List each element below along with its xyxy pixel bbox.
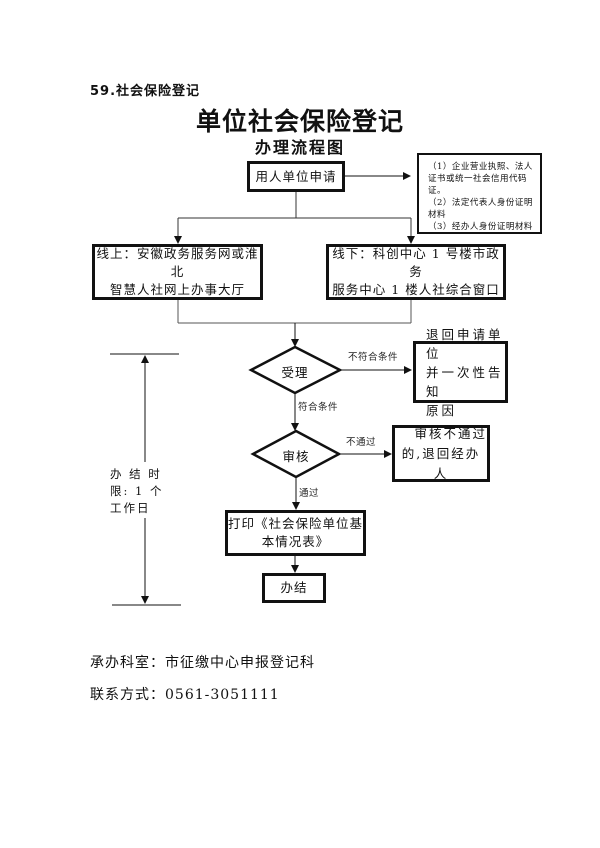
contact-line: 联系方式：0561-3051111	[90, 684, 280, 704]
offline-line: 线下：科创中心 1 号楼市政务	[332, 246, 500, 279]
time-limit-line: 办 结 时	[110, 467, 162, 481]
print-line: 本情况表》	[261, 534, 330, 549]
accept-fail-label: 不符合条件	[348, 352, 399, 363]
time-limit-line: 工作日	[110, 501, 151, 515]
done-box: 办结	[262, 573, 326, 603]
document-item: （2）法定代表人身份证明材料	[428, 198, 533, 220]
done-label: 办结	[280, 580, 308, 595]
online-line: 线上：安徽政务服务网或淮北	[96, 246, 259, 279]
contact-value: 0561-3051111	[165, 687, 280, 703]
office-label: 承办科室：	[90, 655, 165, 671]
document-subtitle: 办理流程图	[254, 138, 345, 157]
online-line: 智慧人社网上办事大厅	[109, 282, 245, 297]
document-title: 单位社会保险登记	[195, 107, 404, 136]
online-channel-box: 线上：安徽政务服务网或淮北 智慧人社网上办事大厅	[92, 244, 263, 300]
reject-line: 的,退回经办人	[401, 445, 481, 481]
time-limit-line: 限: 1 个	[110, 484, 164, 498]
accept-reject-box: 退回申请单位 并一次性告知 原因	[413, 327, 508, 418]
required-documents-box: （1）企业营业执照、法人证书或统一社会信用代码证。 （2）法定代表人身份证明材料…	[417, 153, 542, 234]
office-line: 承办科室：市征缴中心申报登记科	[90, 652, 315, 672]
reject-line: 原因	[426, 402, 458, 418]
start-box-label: 用人单位申请	[255, 168, 337, 184]
print-line: 打印《社会保险单位基	[228, 516, 364, 531]
time-limit-label: 办 结 时 限: 1 个 工作日	[110, 466, 190, 517]
reject-line: 退回申请单位	[426, 326, 504, 361]
start-box: 用人单位申请	[247, 161, 345, 192]
review-fail-label: 不通过	[346, 437, 377, 448]
document-item: （3）经办人身份证明材料	[428, 222, 533, 232]
review-reject-box: 审核不通过 的,退回经办人	[392, 425, 490, 482]
offline-channel-box: 线下：科创中心 1 号楼市政务 服务中心 1 楼人社综合窗口	[326, 244, 506, 300]
print-box: 打印《社会保险单位基 本情况表》	[225, 510, 366, 556]
reject-line: 审核不通过	[414, 425, 487, 441]
review-label: 审核	[282, 449, 310, 464]
accept-pass-label: 符合条件	[298, 402, 339, 413]
section-heading: 59.社会保险登记	[90, 84, 201, 99]
reject-line: 并一次性告知	[426, 364, 504, 399]
review-pass-label: 通过	[299, 488, 320, 499]
accept-label: 受理	[281, 365, 309, 380]
contact-label: 联系方式：	[90, 687, 165, 703]
office-value: 市征缴中心申报登记科	[165, 655, 315, 671]
document-item: （1）企业营业执照、法人证书或统一社会信用代码证。	[428, 162, 533, 196]
offline-line: 服务中心 1 楼人社综合窗口	[332, 282, 500, 297]
